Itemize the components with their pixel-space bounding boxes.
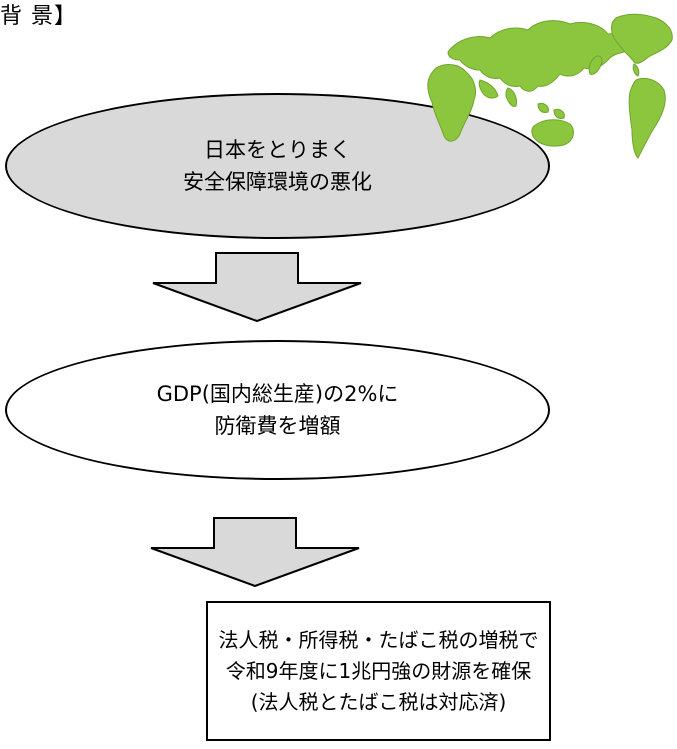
down-arrow-1	[152, 252, 362, 322]
result-box: 法人税・所得税・たばこ税の増税で 令和9年度に1兆円強の財源を確保 (法人税とた…	[206, 601, 551, 741]
step2-line2: 防衛費を増額	[214, 414, 341, 438]
heading-label: 背 景】	[0, 4, 77, 29]
step1-line1: 日本をとりまく	[204, 138, 351, 162]
step1-line2: 安全保障環境の悪化	[183, 170, 372, 194]
step-ellipse-defense-budget: GDP(国内総生産)の2%に 防衛費を増額	[5, 340, 550, 480]
result-line2: 令和9年度に1兆円強の財源を確保	[225, 658, 532, 683]
result-line1: 法人税・所得税・たばこ税の増税で	[218, 627, 539, 652]
step2-line1: GDP(国内総生産)の2%に	[156, 382, 399, 406]
result-line3: (法人税とたばこ税は対応済)	[250, 689, 507, 714]
down-arrow-2	[150, 517, 360, 587]
world-map-icon	[427, 13, 673, 159]
